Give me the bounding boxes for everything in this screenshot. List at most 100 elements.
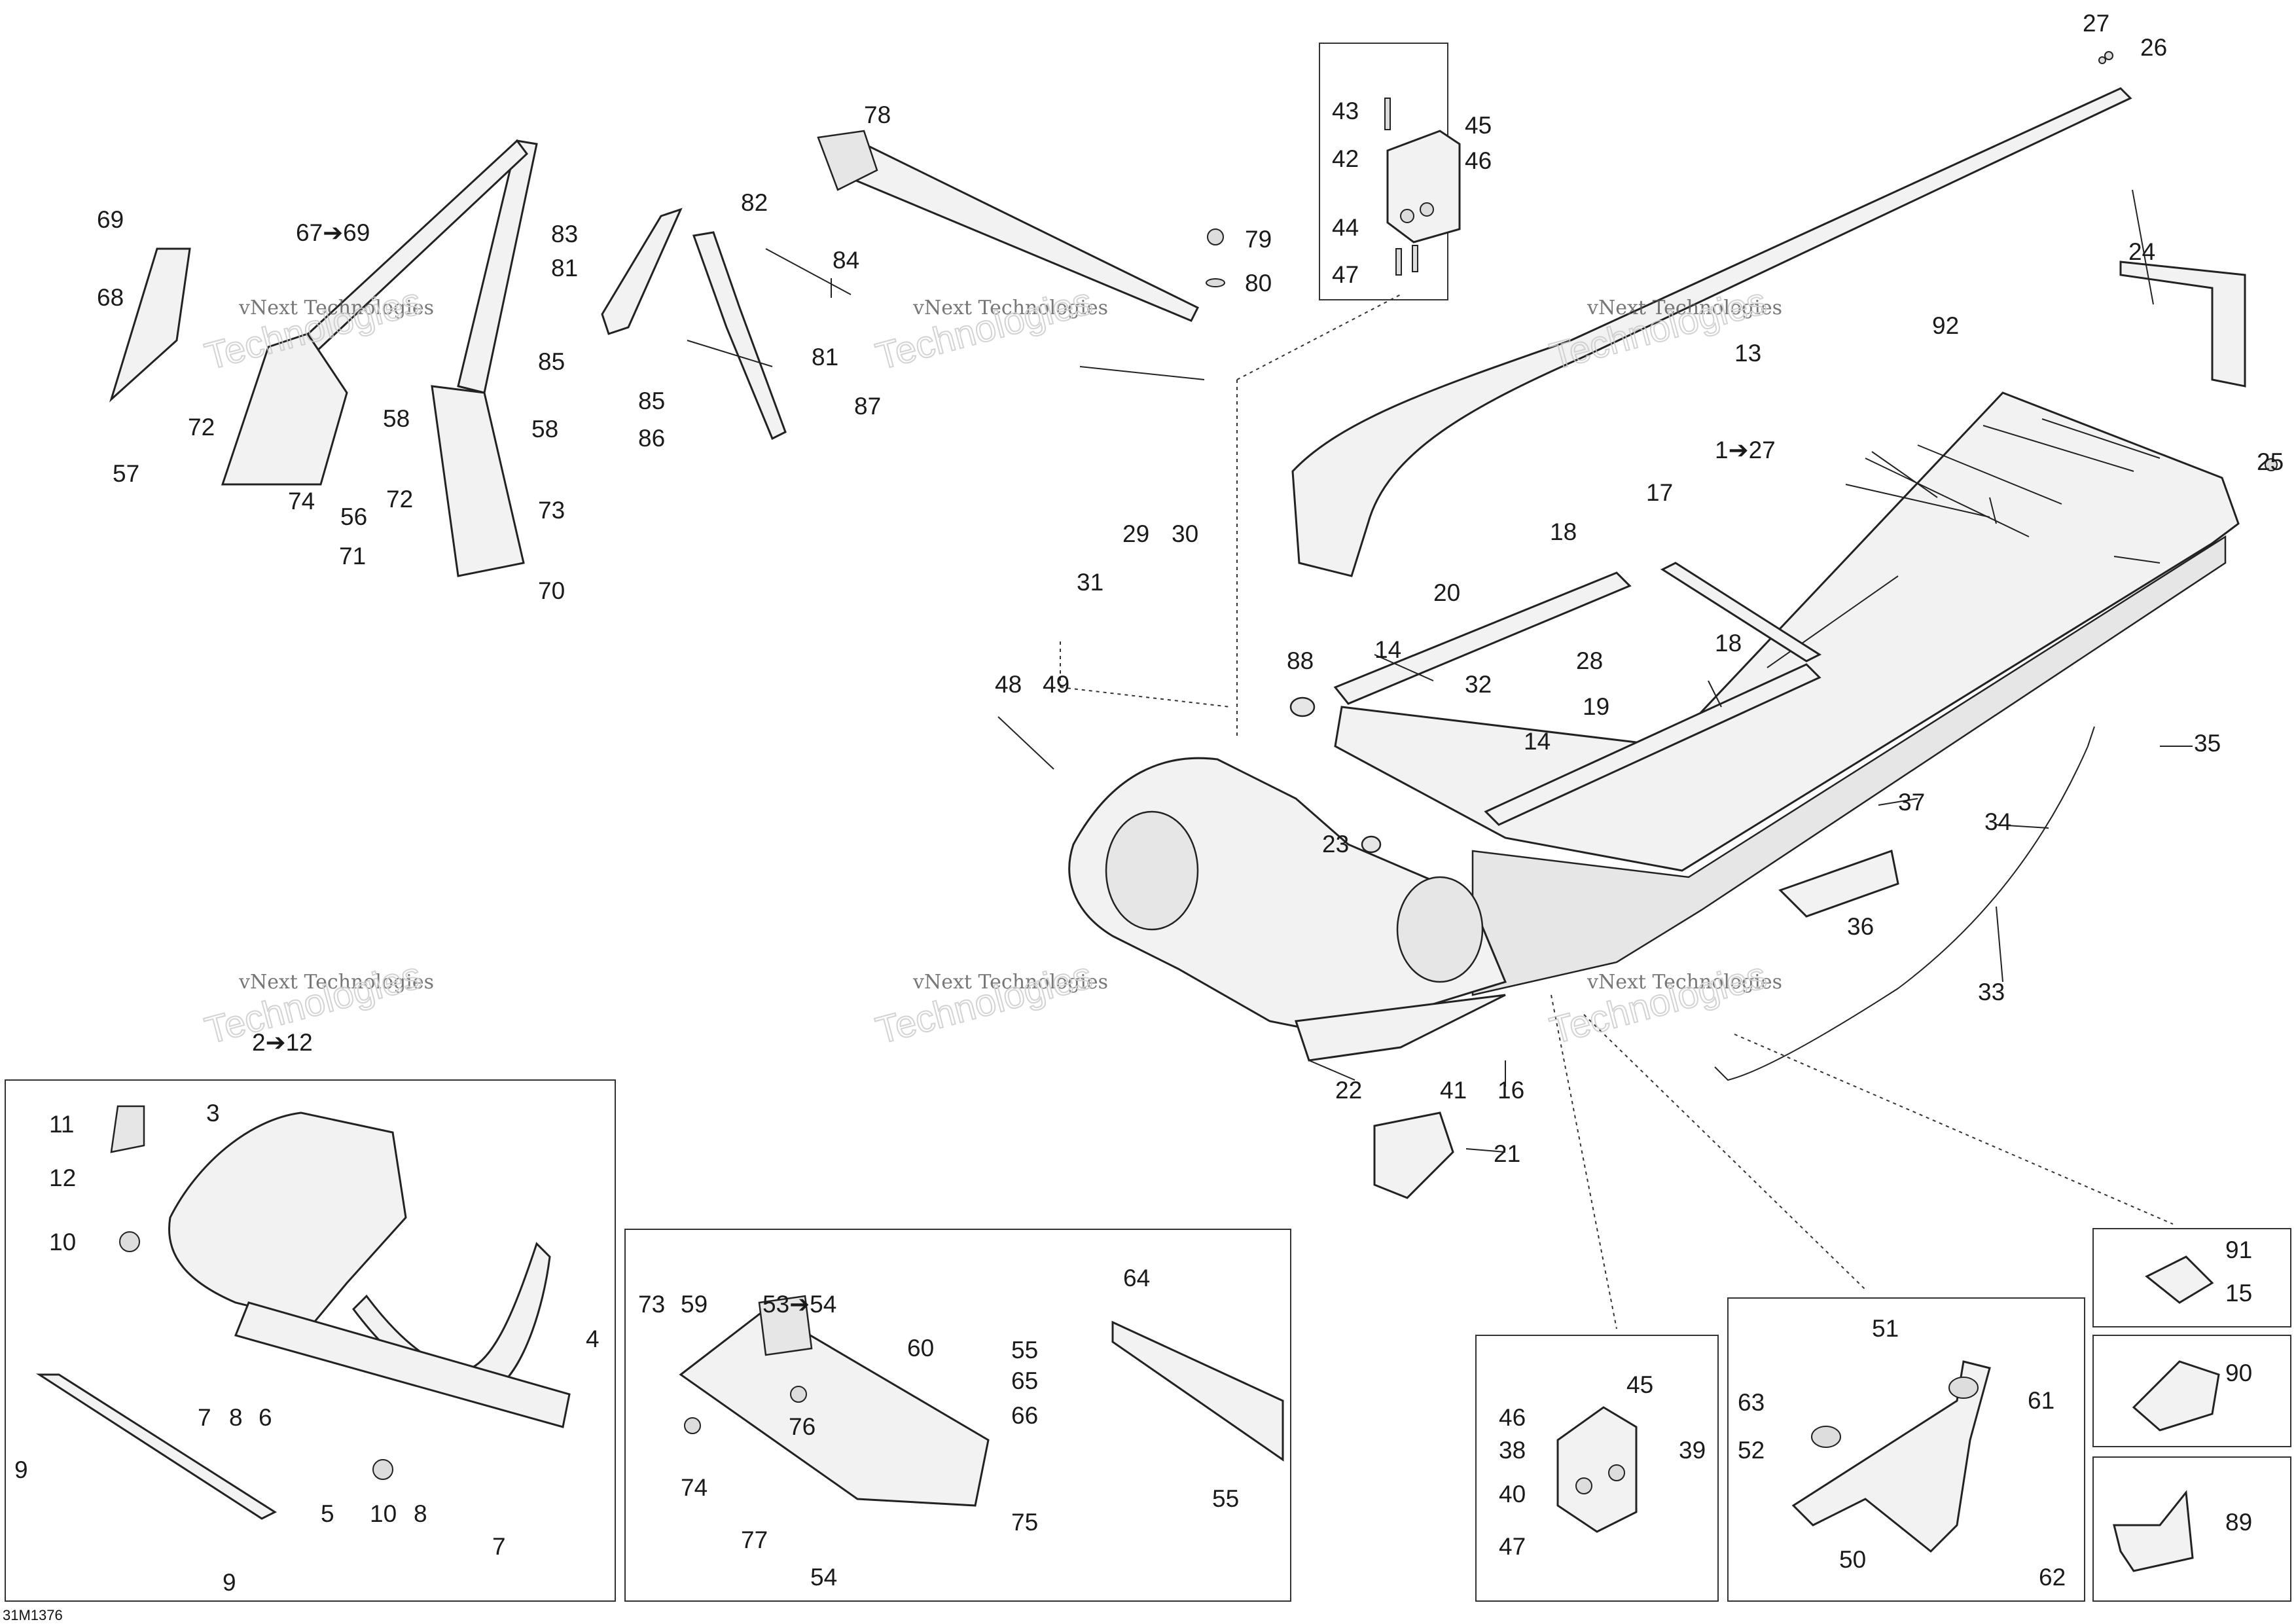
rail-5 xyxy=(35,1373,278,1520)
callout-labels: 27 26 43 45 42 46 44 47 78 79 80 82 83 8… xyxy=(14,10,2284,1596)
watermark-text: Technologies xyxy=(872,280,1097,378)
skid-plate-22 xyxy=(1294,994,1506,1062)
callout-leaders xyxy=(687,189,2193,1153)
bumper-76 xyxy=(790,1386,807,1403)
footrest-support-33 xyxy=(1714,726,2095,1081)
callout: 91 xyxy=(2225,1236,2252,1263)
front-frame-inset xyxy=(35,1105,571,1520)
callout: 29 xyxy=(1122,520,1149,547)
bracket-59 xyxy=(758,1295,813,1356)
inset-box-front-frame xyxy=(5,1079,616,1602)
hole-44a xyxy=(1400,209,1414,223)
callout: 62 xyxy=(2039,1564,2066,1591)
callout: 8 xyxy=(229,1404,243,1431)
callout: 6 xyxy=(259,1404,272,1431)
callout: 45 xyxy=(1465,112,1492,139)
callout: 25 xyxy=(2257,448,2284,475)
nut-25 xyxy=(2265,458,2278,471)
bracket-21 xyxy=(1373,1111,1454,1199)
callout: 26 xyxy=(2140,34,2167,61)
figure-code: 31M1376 xyxy=(3,1607,63,1623)
inset-box-tunnel-hardware xyxy=(1319,43,1448,300)
bumper-74 xyxy=(684,1417,701,1434)
callout: 42 xyxy=(1332,145,1359,172)
callout: 14 xyxy=(1524,728,1551,755)
bracket-15 xyxy=(2145,1255,2214,1304)
callout: 76 xyxy=(789,1413,816,1440)
steering-column-78 xyxy=(823,133,1200,322)
chassis-tunnel xyxy=(1068,87,2246,1199)
callout: 74 xyxy=(288,488,315,514)
callout: 22 xyxy=(1335,1077,1362,1104)
callout: 34 xyxy=(1984,808,2011,835)
callout: 63 xyxy=(1738,1389,1765,1416)
callout: 83 xyxy=(551,221,578,247)
bolt-47b xyxy=(1412,245,1418,272)
callout: 74 xyxy=(681,1474,708,1501)
bracket-42-group xyxy=(1384,98,1461,276)
bolt-43 xyxy=(1384,98,1391,130)
callout: 12 xyxy=(49,1164,76,1191)
running-board-14-lower xyxy=(1484,663,1821,826)
callout: 86 xyxy=(638,425,665,452)
callout: 18 xyxy=(1550,518,1577,545)
dashed-leaders xyxy=(1060,294,2174,1329)
callout: 59 xyxy=(681,1291,708,1318)
callout: 15 xyxy=(2225,1280,2252,1307)
callout: 50 xyxy=(1839,1546,1866,1573)
callout: 3 xyxy=(206,1100,220,1127)
callout: 88 xyxy=(1287,647,1314,674)
rod-84 xyxy=(765,248,852,295)
heat-exchanger-17 xyxy=(1660,562,1822,662)
callout: 61 xyxy=(2028,1387,2054,1414)
callout: 58 xyxy=(531,416,558,442)
callout: 37 xyxy=(1898,789,1925,816)
bracket-89 xyxy=(2113,1490,2194,1572)
frame-brace-right xyxy=(431,385,525,577)
plug-23 xyxy=(1361,835,1382,854)
callout: 28 xyxy=(1576,647,1603,674)
watermark-text: vNext Technologies xyxy=(912,971,1108,994)
watermark-text: Technologies xyxy=(201,954,426,1052)
callout: 18 xyxy=(1715,630,1742,657)
callout: 70 xyxy=(538,577,565,604)
callout: 92 xyxy=(1932,312,1959,339)
callout: 72 xyxy=(188,414,215,441)
front-frame-3 xyxy=(168,1111,407,1324)
callout: 44 xyxy=(1332,214,1359,241)
callout: 55 xyxy=(1011,1337,1038,1363)
callout: 77 xyxy=(741,1526,768,1553)
callout: 10 xyxy=(370,1500,397,1527)
callout: 32 xyxy=(1465,671,1492,698)
callout: 55 xyxy=(1212,1485,1239,1512)
callout: 40 xyxy=(1499,1481,1526,1507)
rod-48 xyxy=(997,716,1054,770)
callout: 5 xyxy=(321,1500,334,1527)
inset-box-skid-plate xyxy=(624,1229,1291,1602)
plug-88 xyxy=(1289,696,1316,717)
callout: 84 xyxy=(833,247,859,274)
callout: 53➔54 xyxy=(762,1291,836,1318)
inset-box-part-15 xyxy=(2092,1228,2291,1327)
hole-44b xyxy=(1420,202,1434,217)
watermark-text: vNext Technologies xyxy=(1587,971,1782,994)
footrest-36 xyxy=(1778,850,1899,918)
callout: 4 xyxy=(586,1326,600,1352)
callout: 51 xyxy=(1872,1315,1899,1342)
callout: 87 xyxy=(854,393,881,420)
callout: 67➔69 xyxy=(296,219,370,246)
callout: 9 xyxy=(223,1569,236,1596)
tunnel-deck xyxy=(1334,391,2240,872)
inset-box-bracket-38 xyxy=(1475,1335,1719,1602)
callout: 71 xyxy=(339,543,366,569)
callout: 81 xyxy=(551,255,578,281)
callout: 75 xyxy=(1011,1509,1038,1536)
running-board-14-upper xyxy=(1333,571,1632,705)
callout: 89 xyxy=(2225,1509,2252,1536)
steering-support-group xyxy=(1791,1360,1991,1553)
rear-bumper-24 xyxy=(2119,261,2246,388)
inset-box-part-89 xyxy=(2092,1456,2291,1602)
washer-80 xyxy=(1206,278,1225,287)
callout: 27 xyxy=(2083,10,2109,37)
